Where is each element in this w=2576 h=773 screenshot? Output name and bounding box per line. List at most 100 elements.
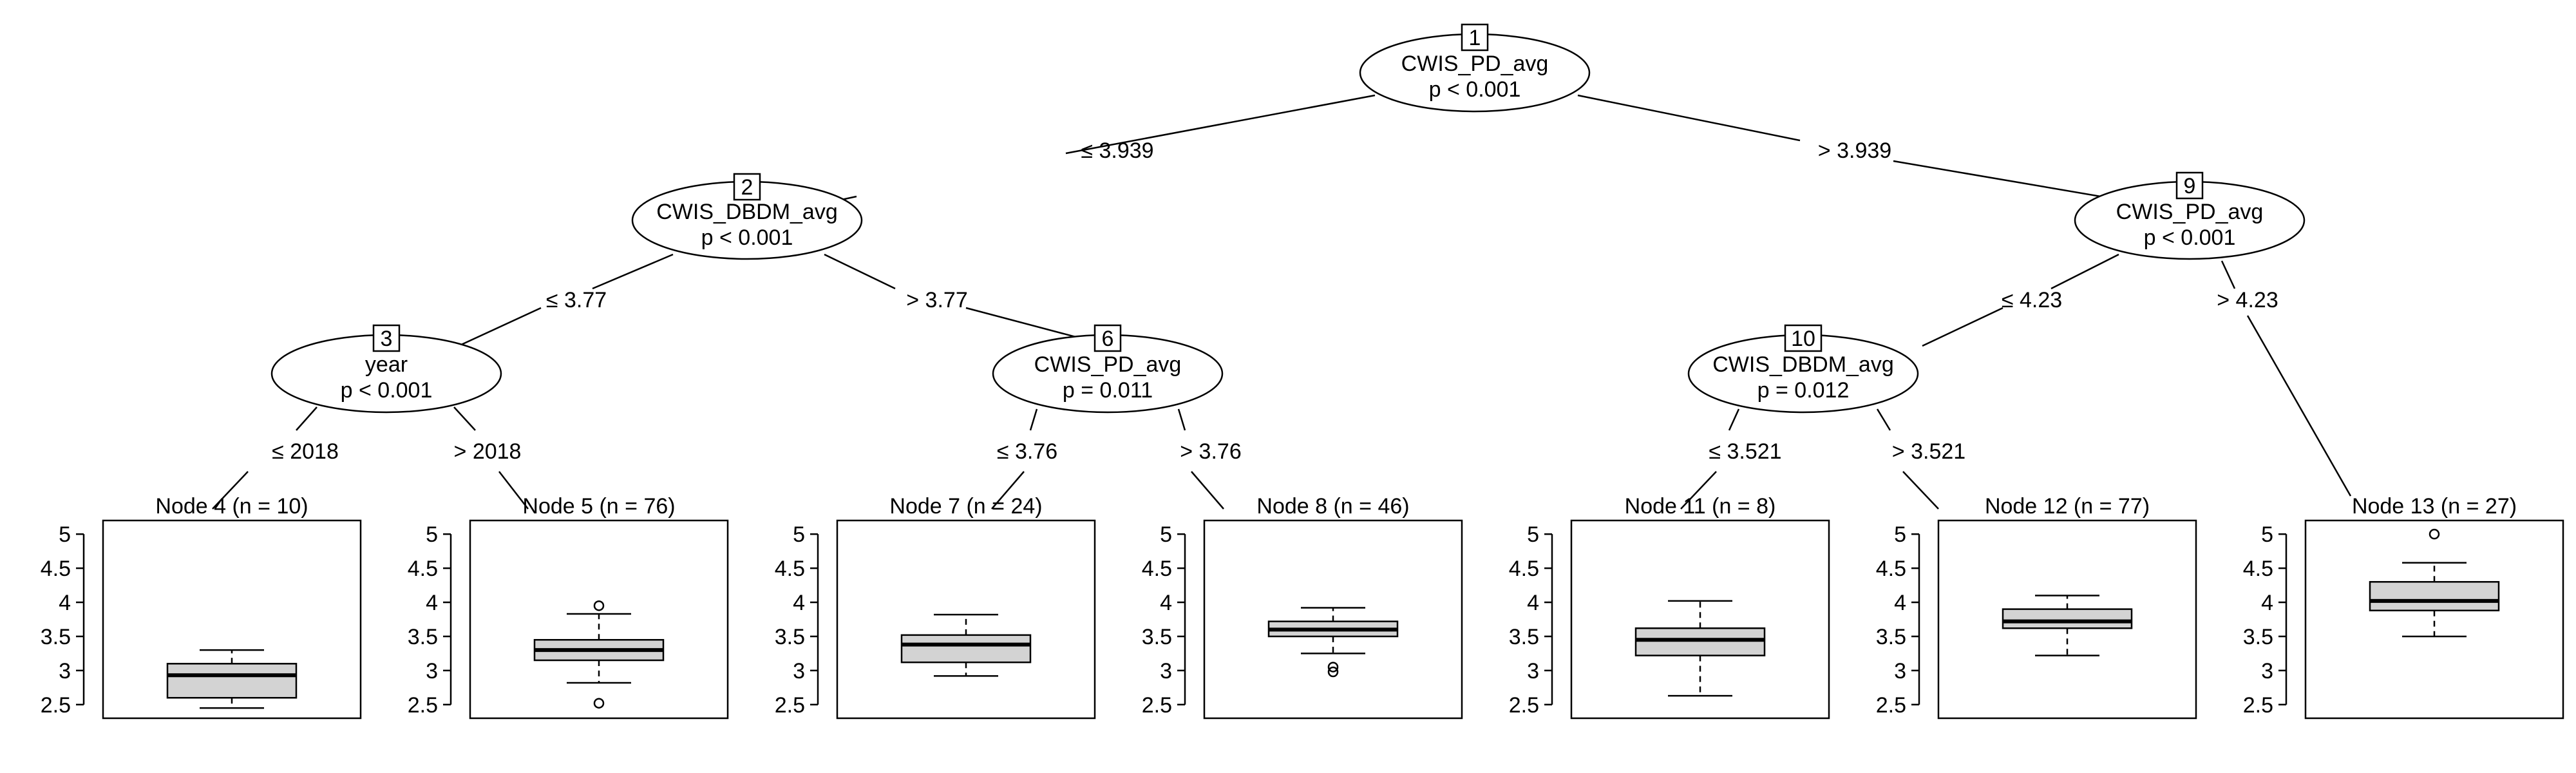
node-p-value: p < 0.001 [1429,77,1521,102]
edge-line [1728,408,1740,431]
y-tick-label: 4 [1894,591,1906,615]
node-p-value: p = 0.011 [1063,378,1153,403]
edge-lines [212,94,2352,510]
node-variable: CWIS_DBDM_avg [1712,352,1894,377]
edge-labels: ≤ 3.939 > 3.939 ≤ 3.77 > 3.77 ≤ 2018 > 2… [272,138,2278,464]
plot-frame [469,519,729,720]
box-iqr [2369,581,2500,611]
y-tick-label: 4.5 [408,557,438,581]
box-iqr [1634,627,1766,656]
y-tick-label: 2.5 [1142,693,1172,718]
terminal-node: Node 5 (n = 76)54.543.532.5 [408,494,729,720]
y-tick-label: 4 [793,591,805,615]
y-tick-label: 4 [1160,591,1172,615]
y-tick-label: 4.5 [1509,557,1539,581]
y-tick-label: 4 [426,591,438,615]
inner-node: 6 CWIS_PD_avg p = 0.011 [992,324,1224,414]
edge-label: ≤ 4.23 [2002,288,2062,312]
y-tick-label: 3.5 [1142,625,1172,649]
edge-label: > 3.76 [1180,439,1241,464]
terminal-title: Node 8 (n = 46) [1256,494,1409,519]
terminal-title: Node 13 (n = 27) [2352,494,2517,519]
edge-line [458,307,542,347]
edge-line [212,471,249,510]
inner-node: 2 CWIS_DBDM_avg p < 0.001 [631,173,863,260]
box-iqr [2002,608,2133,629]
node-variable: CWIS_DBDM_avg [656,200,838,224]
node-p-value: p < 0.001 [2144,225,2236,250]
inner-node: 10 CWIS_DBDM_avg p = 0.012 [1687,324,1919,414]
terminal-node: Node 11 (n = 8)54.543.532.5 [1509,494,1830,720]
y-tick-label: 3 [2261,659,2273,683]
edge-line [1902,471,1939,510]
terminal-node: Node 7 (n = 24)54.543.532.5 [775,494,1096,720]
y-tick-label: 4.5 [775,557,805,581]
node-id: 2 [741,175,753,200]
node-id-box [1094,324,1122,352]
y-tick-label: 3.5 [408,625,438,649]
outlier-point [593,600,605,611]
y-tick-label: 4 [2261,591,2273,615]
terminal-node: Node 4 (n = 10)54.543.532.5 [41,494,362,720]
edge-label: ≤ 2018 [272,439,339,464]
node-id: 3 [381,327,393,351]
node-id: 6 [1102,327,1114,351]
node-variable: CWIS_PD_avg [2116,200,2264,224]
terminal-node: Node 8 (n = 46)54.543.532.5 [1142,494,1463,720]
y-tick-label: 3 [426,659,438,683]
edge-line [1922,307,2003,347]
node-id: 10 [1791,327,1815,351]
node-variable: year [365,352,408,377]
node-p-value: p < 0.001 [341,378,433,403]
y-tick-label: 2.5 [2243,693,2273,718]
y-tick-label: 3.5 [41,625,71,649]
y-tick-label: 2.5 [41,693,71,718]
node-id: 1 [1469,26,1481,50]
y-tick-label: 4.5 [2243,557,2273,581]
edge-label: > 3.77 [906,288,967,312]
y-tick-label: 3.5 [1509,625,1539,649]
edge-line [1065,94,1376,155]
terminal-title: Node 4 (n = 10) [155,494,308,519]
edge-line [1876,408,1891,431]
edge-label: > 2018 [454,439,522,464]
y-tick-label: 5 [2261,522,2273,547]
terminal-node: Node 13 (n = 27) 5 4.5 4 3.5 3 2.5 [2243,494,2564,720]
y-tick-label: 3.5 [1876,625,1906,649]
y-tick-label: 5 [793,522,805,547]
y-tick-label: 5 [426,522,438,547]
edge-line [2221,260,2236,289]
node-p-value: p < 0.001 [701,225,793,250]
inner-node: 1 CWIS_PD_avg p < 0.001 [1359,23,1591,113]
node-id-box [2175,171,2204,200]
terminal-title: Node 11 (n = 8) [1625,494,1776,519]
node-id: 9 [2184,174,2196,198]
node-id-box [1461,23,1489,52]
edge-line [1177,408,1186,431]
node-variable: CWIS_PD_avg [1401,52,1549,76]
edge-line [1577,94,1801,142]
y-tick-label: 5 [59,522,71,547]
node-id-box [733,173,761,201]
edge-line [1680,471,1717,510]
plot-frame [1570,519,1830,720]
y-tick-label: 2.5 [408,693,438,718]
terminal-title: Node 12 (n = 77) [1985,494,2150,519]
edge-line [498,471,529,510]
y-tick-label: 3 [59,659,71,683]
y-tick-label: 5 [1527,522,1539,547]
y-tick-label: 2.5 [775,693,805,718]
y-tick-label: 3.5 [2243,625,2273,649]
edge-line [453,406,476,431]
outlier-point [1327,662,1339,673]
edge-line [991,471,1025,510]
y-tick-label: 5 [1894,522,1906,547]
box-iqr [900,634,1032,663]
edge-line [2050,253,2119,290]
y-tick-label: 3 [1160,659,1172,683]
inner-node: 9 CWIS_PD_avg p < 0.001 [2074,171,2306,260]
edge-label: > 3.521 [1892,439,1965,464]
y-tick-label: 4.5 [1876,557,1906,581]
node-variable: CWIS_PD_avg [1034,352,1182,377]
